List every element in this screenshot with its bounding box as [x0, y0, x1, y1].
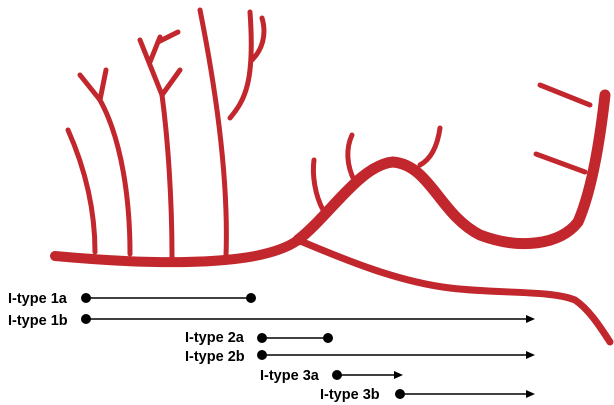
lesion-row-2a: I-type 2a: [185, 330, 333, 346]
branch-4-arm-twig: [252, 18, 264, 60]
arch-twig-right: [420, 128, 440, 165]
branch-3-twig-a: [162, 70, 180, 95]
branch-2-twig: [100, 70, 106, 100]
start-dot: [81, 293, 91, 303]
end-dot: [246, 293, 256, 303]
right-branch-upper: [540, 85, 590, 105]
lesion-label: I-type 3a: [260, 368, 320, 384]
start-dot: [81, 314, 91, 324]
branch-2: [80, 75, 130, 254]
lesion-row-1b: I-type 1b: [8, 313, 535, 329]
lesion-label: I-type 3b: [320, 387, 380, 403]
arrowhead: [526, 315, 535, 323]
start-dot: [257, 350, 267, 360]
branch-1: [68, 130, 95, 252]
right-branch-lower: [536, 154, 585, 172]
start-dot: [257, 333, 267, 343]
lesion-label: I-type 1a: [8, 291, 68, 307]
branch-4-arm: [230, 12, 251, 118]
lesion-label: I-type 1b: [8, 313, 68, 329]
lesion-row-3a: I-type 3a: [260, 368, 403, 384]
main-trunk: [55, 240, 298, 262]
arch-vessel: [298, 95, 605, 244]
branch-4: [200, 10, 226, 256]
arch-twig-left: [313, 160, 323, 210]
arrowhead: [394, 371, 403, 379]
lesion-label: I-type 2b: [185, 349, 245, 365]
end-dot: [323, 333, 333, 343]
branch-3: [140, 40, 172, 257]
lower-vessel: [298, 240, 610, 342]
arrowhead: [526, 351, 535, 359]
arch-twig-mid: [348, 135, 355, 182]
lesion-row-3b: I-type 3b: [320, 387, 535, 403]
lesion-row-2b: I-type 2b: [185, 349, 535, 365]
lesion-label: I-type 2a: [185, 330, 245, 346]
lesion-row-1a: I-type 1a: [8, 291, 256, 307]
start-dot: [395, 389, 405, 399]
arrowhead: [526, 390, 535, 398]
start-dot: [332, 370, 342, 380]
